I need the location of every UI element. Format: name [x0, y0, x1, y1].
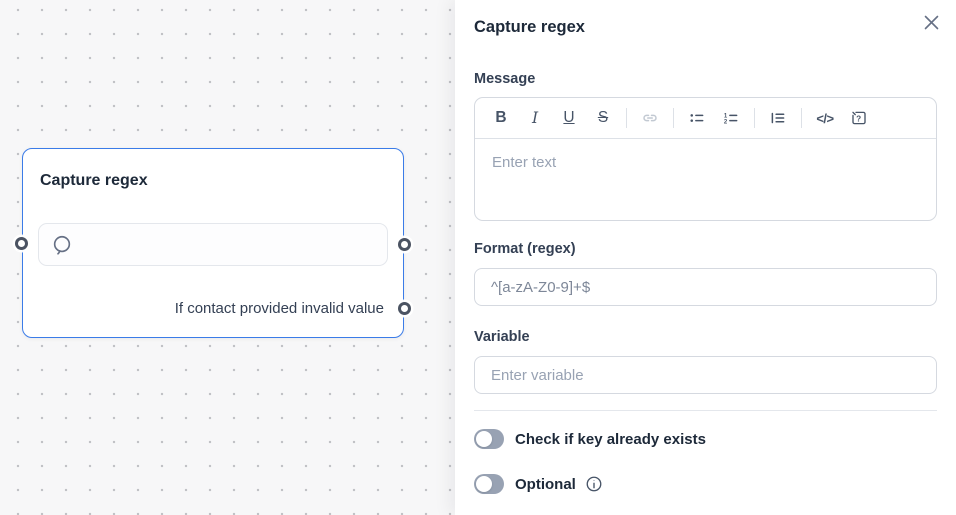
panel-title: Capture regex — [474, 18, 585, 36]
toolbar-divider — [801, 108, 802, 128]
link-button[interactable] — [636, 104, 664, 132]
node-message-preview[interactable] — [38, 223, 388, 266]
italic-button[interactable]: I — [521, 104, 549, 132]
check-exists-toggle[interactable] — [474, 429, 504, 449]
info-icon[interactable] — [585, 475, 603, 493]
toolbar-divider — [754, 108, 755, 128]
strikethrough-button[interactable]: S — [589, 104, 617, 132]
check-exists-label: Check if key already exists — [515, 430, 706, 448]
message-editor: B I U S 1 — [474, 97, 937, 221]
bullet-list-button[interactable] — [683, 104, 711, 132]
code-block-icon: ? — [852, 111, 866, 125]
node-title: Capture regex — [40, 172, 148, 189]
blockquote-button[interactable] — [764, 104, 792, 132]
input-port[interactable] — [15, 237, 28, 250]
editor-toolbar: B I U S 1 — [475, 98, 936, 139]
blockquote-icon — [771, 112, 785, 124]
check-exists-row: Check if key already exists — [474, 429, 937, 449]
format-regex-input[interactable] — [474, 268, 937, 306]
node-settings-panel: Capture regex Message B I U S — [455, 0, 956, 515]
bullet-list-icon — [690, 114, 704, 122]
output-port[interactable] — [398, 238, 411, 251]
capture-regex-node[interactable]: Capture regex If contact provided invali… — [22, 148, 404, 338]
toolbar-divider — [673, 108, 674, 128]
optional-row: Optional — [474, 474, 937, 494]
message-input[interactable] — [475, 139, 936, 220]
toolbar-divider — [626, 108, 627, 128]
optional-label: Optional — [515, 475, 576, 493]
toggle-knob — [476, 431, 492, 447]
panel-header: Capture regex — [474, 15, 938, 40]
format-label: Format (regex) — [474, 241, 576, 257]
inline-code-button[interactable]: </> — [811, 104, 839, 132]
svg-text:?: ? — [856, 114, 861, 123]
ordered-list-button[interactable]: 1 2 — [717, 104, 745, 132]
code-block-button[interactable]: ? — [845, 104, 873, 132]
variable-label: Variable — [474, 329, 530, 345]
close-icon — [924, 15, 938, 29]
optional-toggle[interactable] — [474, 474, 504, 494]
branch-label: If contact provided invalid value — [174, 300, 384, 317]
underline-button[interactable]: U — [555, 104, 583, 132]
message-bubble-icon — [53, 235, 71, 255]
close-button[interactable] — [917, 8, 945, 36]
bold-button[interactable]: B — [487, 104, 515, 132]
svg-text:2: 2 — [724, 120, 728, 126]
svg-text:1: 1 — [724, 113, 728, 119]
invalid-branch-port[interactable] — [398, 302, 411, 315]
ordered-list-icon: 1 2 — [724, 113, 738, 126]
variable-input[interactable] — [474, 356, 937, 394]
toggle-knob — [476, 476, 492, 492]
message-label: Message — [474, 71, 536, 87]
section-divider — [474, 410, 937, 411]
link-icon — [643, 114, 657, 122]
